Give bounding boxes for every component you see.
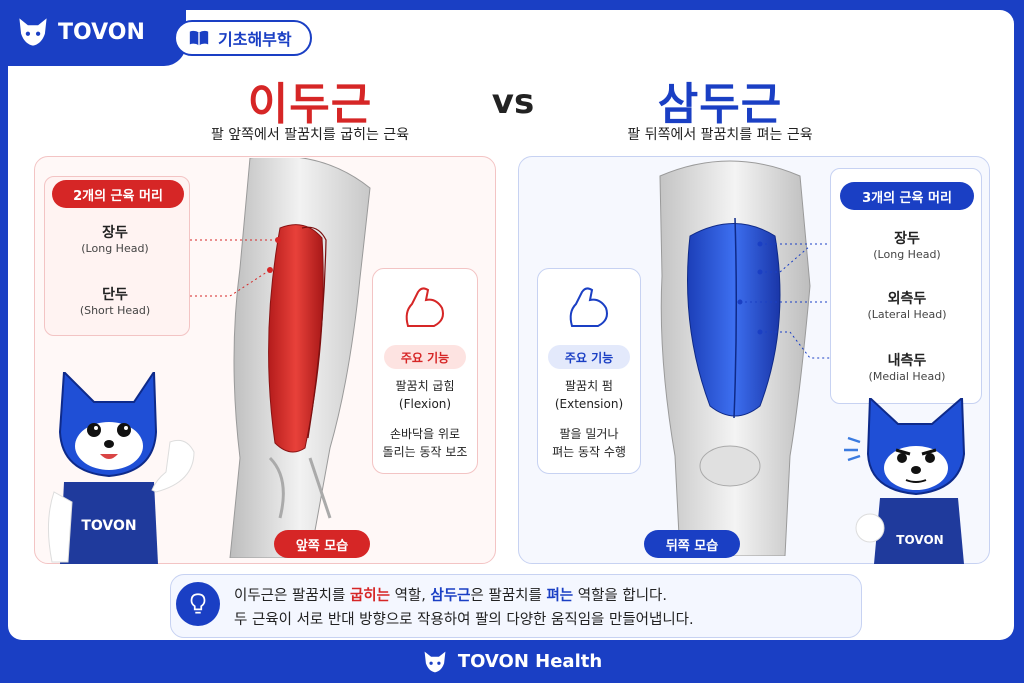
- biceps-function-line-2: (Flexion): [398, 397, 452, 411]
- book-icon: [189, 30, 209, 46]
- triceps-head-1-ko: 장두: [894, 231, 920, 247]
- triceps-function-line-1: 팔꿈치 펌: [565, 379, 613, 393]
- triceps-function-line-2: (Extension): [554, 397, 624, 411]
- summary-line-2: 두 근육이 서로 반대 방향으로 작용하여 팔의 다양한 움직임을 만들어냅니다…: [234, 612, 694, 628]
- flexed-arm-icon: [405, 287, 444, 327]
- biceps-function-line-4: 돌리는 동작 보조: [382, 445, 468, 459]
- summary-text: 은 팔꿈치를: [274, 588, 350, 604]
- biceps-function-line-1: 팔꿈치 굽힘: [395, 379, 455, 393]
- summary-text: 은 팔꿈치를: [470, 588, 547, 604]
- biceps-function-box: [372, 268, 478, 474]
- biceps-function-label: 주요 기능: [384, 345, 466, 369]
- triceps-function-box: [537, 268, 641, 474]
- summary-box: [170, 574, 862, 638]
- triceps-head-3-en: (Medial Head): [868, 370, 946, 383]
- summary-line-1: 이두근은 팔꿈치를 굽히는 역할, 삼두근은 팔꿈치를 펴는 역할을 합니다.: [234, 584, 667, 605]
- biceps-subtitle: 팔 앞쪽에서 팔꿈치를 굽히는 근육: [210, 127, 410, 143]
- category-tag[interactable]: 기초해부학: [174, 20, 312, 56]
- triceps-head-3-ko: 내측두: [887, 353, 927, 369]
- footer-brand[interactable]: TOVON Health: [0, 640, 1024, 683]
- summary-extend-word: 펴는: [546, 588, 574, 604]
- biceps-arm-illustration: [229, 158, 371, 558]
- fox-mascot-flexing: TOVON: [47, 372, 195, 564]
- summary-text: 역할을 합니다.: [573, 588, 668, 604]
- triceps-function-line-3: 팔을 밀거나: [559, 427, 619, 441]
- mascot-shirt-text: TOVON: [81, 518, 136, 534]
- triceps-function-line-4: 펴는 동작 수행: [552, 445, 626, 459]
- summary-text: 역할,: [389, 588, 431, 604]
- triceps-subtitle: 팔 뒤쪽에서 팔꿈치를 펴는 근육: [627, 127, 813, 143]
- triceps-heads-label: 3개의 근육 머리: [840, 182, 974, 210]
- biceps-head-1-en: (Long Head): [81, 242, 149, 255]
- fox-mascot-determined: TOVON: [844, 398, 966, 564]
- fox-logo-icon: [424, 651, 446, 672]
- mascot-shirt-text: TOVON: [896, 533, 943, 547]
- summary-flex-word: 굽히는: [349, 588, 390, 604]
- triceps-arm-illustration: [659, 160, 811, 556]
- triceps-view-label: 뒤쪽 모습: [644, 530, 740, 558]
- biceps-head-2-en: (Short Head): [79, 304, 151, 317]
- fox-logo-icon: [19, 18, 47, 46]
- triceps-title: 삼두근: [657, 79, 783, 130]
- biceps-view-label: 앞쪽 모습: [274, 530, 370, 558]
- summary-biceps: 이두근: [234, 588, 275, 604]
- triceps-function-label: 주요 기능: [548, 345, 630, 369]
- footer-brand-name: TOVON Health: [457, 651, 603, 672]
- biceps-heads-label: 2개의 근육 머리: [52, 180, 184, 208]
- flexed-arm-icon: [569, 287, 608, 327]
- versus-label: vs: [491, 82, 535, 122]
- biceps-head-1-ko: 장두: [102, 225, 128, 241]
- triceps-head-2-en: (Lateral Head): [867, 308, 947, 321]
- triceps-head-1-en: (Long Head): [873, 248, 941, 261]
- triceps-head-2-ko: 외측두: [887, 291, 927, 307]
- summary-triceps: 삼두근: [430, 588, 471, 604]
- category-label: 기초해부학: [218, 30, 292, 49]
- biceps-head-2-ko: 단두: [102, 287, 128, 303]
- lightbulb-icon: [176, 582, 220, 626]
- brand-logo-overlay[interactable]: TOVON: [0, 0, 178, 64]
- biceps-title: 이두근: [247, 79, 373, 130]
- brand-name: TOVON: [58, 19, 145, 45]
- biceps-function-line-3: 손바닥을 위로: [389, 427, 461, 441]
